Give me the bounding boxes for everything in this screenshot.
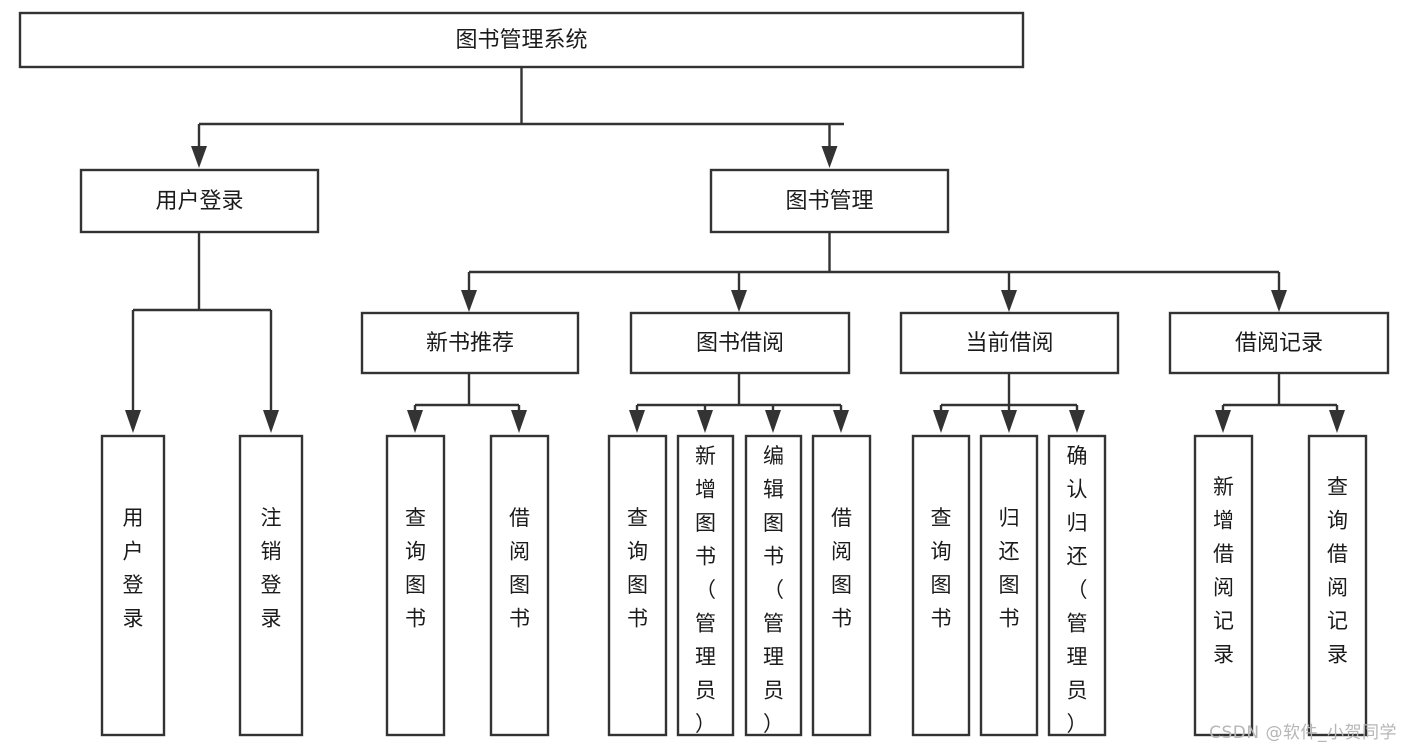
leaf-nbr-borrow-book[interactable]: 借阅图书	[489, 434, 550, 737]
arrow-head-to-borrow-record	[1271, 290, 1287, 312]
leaf-nbr-query-book-label: 查询图书	[405, 506, 426, 631]
csdn-watermark: CSDN @软件_小贺同学	[1209, 723, 1397, 743]
arrow-head-cb-return-book	[1001, 410, 1017, 433]
node-borrow-record-box[interactable]	[1168, 311, 1390, 375]
connector-group-user-login	[125, 232, 279, 433]
leaf-cb-confirm-return-label: 确认归还（管理员）	[1067, 444, 1088, 736]
leaf-bb-add-book-label: 新增图书（管理员）	[695, 444, 716, 736]
leaf-cb-return-book-box[interactable]	[979, 434, 1039, 737]
leaf-bb-query-book[interactable]: 查询图书	[607, 434, 668, 737]
node-book-management-label: 图书管理	[785, 189, 873, 214]
node-borrow-record-label: 借阅记录	[1235, 331, 1323, 356]
leaf-nbr-borrow-book-box[interactable]	[489, 434, 550, 737]
leaf-bb-edit-book-label: 编辑图书（管理员）	[763, 444, 784, 736]
leaf-cb-query-book[interactable]: 查询图书	[911, 434, 971, 737]
leaf-bb-borrow-book-label: 借阅图书	[831, 506, 852, 631]
arrow-head-to-book-borrow	[731, 290, 747, 312]
leaf-logout[interactable]: 注销登录	[238, 434, 304, 737]
arrow-head-to-current-borrow	[1001, 290, 1017, 312]
leaf-bb-query-book-label: 查询图书	[627, 506, 648, 631]
leaf-bb-edit-book-box[interactable]	[744, 434, 803, 737]
leaf-user-login-label: 用户登录	[123, 506, 144, 631]
node-root-book-management-system[interactable]: 图书管理系统	[18, 11, 1025, 69]
arrow-head-bb-borrow-book	[833, 410, 849, 433]
leaf-br-query-record-box[interactable]	[1307, 434, 1368, 737]
leaf-bb-borrow-book-box[interactable]	[811, 434, 872, 737]
connector-group-book-borrow	[629, 373, 849, 433]
node-book-borrow[interactable]: 图书借阅	[629, 311, 851, 375]
node-user-login[interactable]: 用户登录	[79, 168, 320, 234]
leaf-user-login-box[interactable]	[100, 434, 166, 737]
leaf-nbr-query-book[interactable]: 查询图书	[385, 434, 446, 737]
node-root-label: 图书管理系统	[455, 28, 587, 53]
leaf-br-add-record-box[interactable]	[1193, 434, 1254, 737]
arrow-head-cb-confirm-return	[1069, 410, 1085, 433]
leaf-cb-confirm-return[interactable]: 确认归还（管理员）	[1047, 434, 1107, 737]
leaf-logout-box[interactable]	[238, 434, 304, 737]
arrow-head-to-new-book-recommend	[461, 290, 477, 312]
node-book-management[interactable]: 图书管理	[709, 168, 950, 234]
arrow-head-bb-query-book	[629, 410, 645, 433]
leaf-br-add-record[interactable]: 新增借阅记录	[1193, 434, 1254, 737]
leaf-cb-return-book[interactable]: 归还图书	[979, 434, 1039, 737]
leaf-bb-borrow-book[interactable]: 借阅图书	[811, 434, 872, 737]
arrow-head-user-login-leaf	[125, 410, 141, 433]
arrow-head-root-to-book-manage	[821, 146, 838, 168]
leaf-br-add-record-label: 新增借阅记录	[1213, 475, 1234, 667]
leaf-bb-add-book[interactable]: 新增图书（管理员）	[676, 434, 735, 737]
leaf-bb-query-book-box[interactable]	[607, 434, 668, 737]
leaf-cb-query-book-box[interactable]	[911, 434, 971, 737]
arrow-head-nbr-borrow-book	[511, 410, 527, 433]
arrow-head-logout-leaf	[263, 410, 279, 433]
arrow-head-bb-edit-book	[765, 410, 781, 433]
connector-group-root	[191, 67, 844, 168]
connector-group-borrow-record	[1215, 373, 1345, 433]
node-user-login-box[interactable]	[79, 168, 320, 234]
leaf-nbr-borrow-book-label: 借阅图书	[509, 506, 530, 631]
node-new-book-recommend-box[interactable]	[360, 311, 580, 375]
arrow-head-root-to-user-login	[191, 146, 207, 168]
leaf-br-query-record-label: 查询借阅记录	[1327, 475, 1348, 667]
leaf-logout-label: 注销登录	[261, 506, 282, 631]
leaf-br-query-record[interactable]: 查询借阅记录	[1307, 434, 1368, 737]
node-book-borrow-label: 图书借阅	[696, 331, 784, 356]
leaf-cb-return-book-label: 归还图书	[999, 506, 1020, 631]
leaf-nbr-query-book-box[interactable]	[385, 434, 446, 737]
arrow-head-br-add-record	[1215, 410, 1231, 433]
node-book-management-box[interactable]	[709, 168, 950, 234]
node-current-borrow[interactable]: 当前借阅	[899, 311, 1120, 375]
leaf-cb-confirm-return-box[interactable]	[1047, 434, 1107, 737]
connector-group-book-manage	[461, 232, 1287, 312]
leaf-user-login[interactable]: 用户登录	[100, 434, 166, 737]
node-current-borrow-box[interactable]	[899, 311, 1120, 375]
leaf-bb-edit-book[interactable]: 编辑图书（管理员）	[744, 434, 803, 737]
connector-group-new-book-recommend	[407, 373, 527, 433]
node-book-borrow-box[interactable]	[629, 311, 851, 375]
node-new-book-recommend[interactable]: 新书推荐	[360, 311, 580, 375]
arrow-head-bb-add-book	[697, 410, 713, 433]
node-borrow-record[interactable]: 借阅记录	[1168, 311, 1390, 375]
node-current-borrow-label: 当前借阅	[965, 331, 1053, 356]
arrow-head-cb-query-book	[933, 410, 949, 433]
arrow-head-nbr-query-book	[407, 410, 423, 433]
node-root-box[interactable]	[18, 11, 1025, 69]
arrow-head-br-query-record	[1329, 410, 1345, 433]
connector-group-current-borrow	[933, 373, 1085, 433]
leaf-cb-query-book-label: 查询图书	[931, 506, 952, 631]
node-new-book-recommend-label: 新书推荐	[426, 331, 514, 356]
node-user-login-label: 用户登录	[155, 189, 243, 214]
leaf-bb-add-book-box[interactable]	[676, 434, 735, 737]
